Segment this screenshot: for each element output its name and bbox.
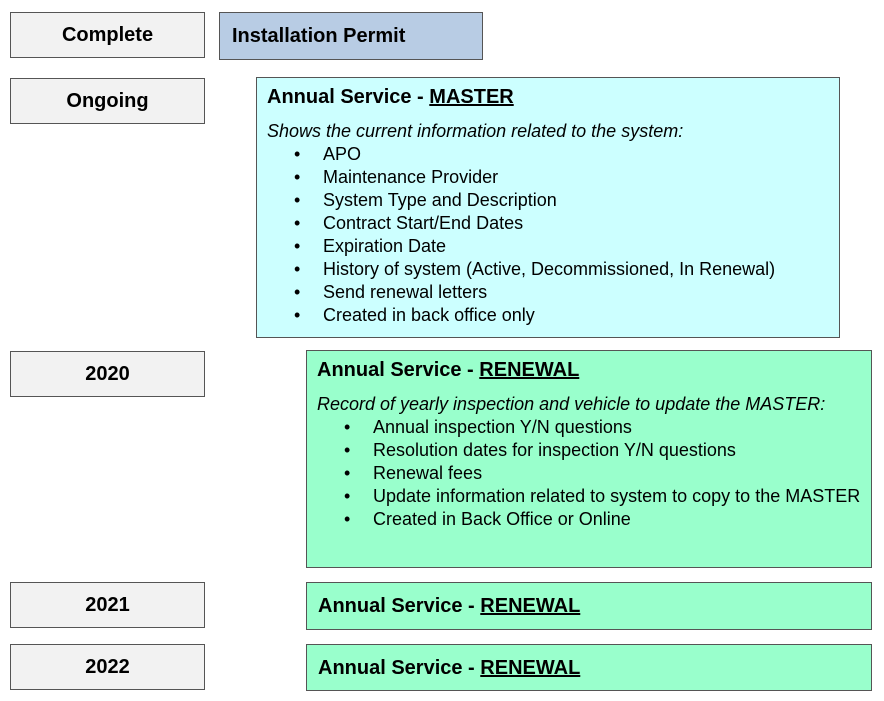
stage-label-ongoing: Ongoing xyxy=(10,78,205,124)
list-item: System Type and Description xyxy=(267,189,829,212)
renewal-title-prefix: Annual Service - xyxy=(318,656,481,679)
stage-label-2021: 2021 xyxy=(10,582,205,628)
annual-service-renewal-card-2021: Annual Service - RENEWAL xyxy=(306,582,872,630)
list-item: Maintenance Provider xyxy=(267,166,829,189)
annual-service-renewal-card-2022: Annual Service - RENEWAL xyxy=(306,644,872,691)
list-item: Send renewal letters xyxy=(267,281,829,304)
master-title-prefix: Annual Service - xyxy=(267,86,430,108)
list-item: Renewal fees xyxy=(317,462,861,485)
list-item: Annual inspection Y/N questions xyxy=(317,416,861,439)
master-title-emph: MASTER xyxy=(429,86,514,108)
list-item: Created in back office only xyxy=(267,304,829,327)
renewal-card-title: Annual Service - RENEWAL xyxy=(318,593,580,619)
annual-service-master-card: Annual Service - MASTER Shows the curren… xyxy=(256,77,840,338)
renewal-title-emph: RENEWAL xyxy=(480,656,581,679)
renewal-title-prefix: Annual Service - xyxy=(318,595,481,617)
renewal-card-title: Annual Service - RENEWAL xyxy=(318,655,580,681)
installation-permit-box: Installation Permit xyxy=(219,12,483,60)
renewal-title-prefix: Annual Service - xyxy=(317,359,480,381)
renewal-item-list: Annual inspection Y/N questions Resoluti… xyxy=(317,416,861,531)
master-card-description: Shows the current information related to… xyxy=(267,121,684,141)
stage-label-2022: 2022 xyxy=(10,644,205,690)
list-item: Update information related to system to … xyxy=(317,485,861,508)
stage-label-complete: Complete xyxy=(10,12,205,58)
list-item: Expiration Date xyxy=(267,235,829,258)
list-item: Created in Back Office or Online xyxy=(317,508,861,531)
renewal-card-description: Record of yearly inspection and vehicle … xyxy=(317,394,826,414)
renewal-card-title: Annual Service - RENEWAL xyxy=(317,357,861,383)
annual-service-renewal-card-2020: Annual Service - RENEWAL Record of yearl… xyxy=(306,350,872,568)
list-item: History of system (Active, Decommissione… xyxy=(267,258,829,281)
master-item-list: APO Maintenance Provider System Type and… xyxy=(267,143,829,327)
list-item: Contract Start/End Dates xyxy=(267,212,829,235)
renewal-title-emph: RENEWAL xyxy=(479,359,580,381)
stage-label-2020: 2020 xyxy=(10,351,205,397)
master-card-title: Annual Service - MASTER xyxy=(267,84,829,110)
renewal-title-emph: RENEWAL xyxy=(480,595,581,617)
list-item: Resolution dates for inspection Y/N ques… xyxy=(317,439,861,462)
list-item: APO xyxy=(267,143,829,166)
